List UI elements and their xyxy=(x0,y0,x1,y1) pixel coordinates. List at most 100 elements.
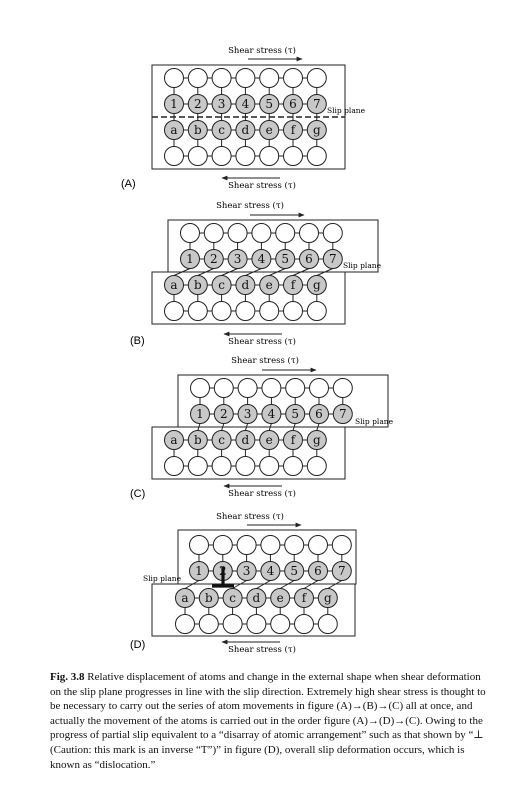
atom-label: 3 xyxy=(234,252,242,266)
open-atom xyxy=(198,614,219,634)
numbered-atom xyxy=(190,404,210,424)
figure-number: Fig. 3.8 xyxy=(50,671,85,683)
open-atom xyxy=(235,456,256,476)
panel-c-lower-block xyxy=(151,426,346,480)
atom-label: b xyxy=(194,123,202,137)
atom-label: b xyxy=(205,591,213,605)
lettered-atom xyxy=(306,120,327,140)
atom-label: 2 xyxy=(194,97,202,111)
lattice-bond xyxy=(197,268,215,276)
atom-label: 1 xyxy=(195,564,203,578)
atom-label: g xyxy=(324,591,332,605)
open-atom xyxy=(259,456,280,476)
open-atom xyxy=(227,223,248,243)
atom-label: a xyxy=(170,123,177,137)
numbered-atom xyxy=(164,94,184,114)
numbered-atom xyxy=(213,404,234,424)
lettered-atom xyxy=(235,430,256,450)
lattice-bond xyxy=(245,268,262,276)
open-atom xyxy=(283,456,303,476)
atom-label: 3 xyxy=(243,564,251,578)
atom-label: 4 xyxy=(242,97,250,111)
panel-a-slip-plane-label: Slip plane xyxy=(327,106,366,115)
lettered-atom xyxy=(175,588,195,608)
atom-label: d xyxy=(242,123,250,137)
lattice-bond xyxy=(173,268,191,276)
numbered-atom xyxy=(187,94,208,114)
open-atom xyxy=(235,146,256,166)
panel-c-shear-top: Shear stress (τ) xyxy=(231,355,299,366)
atom-label: b xyxy=(194,433,202,447)
numbered-atom xyxy=(306,94,327,114)
numbered-atom xyxy=(322,249,343,269)
open-atom xyxy=(285,378,306,398)
panel-d-lower-block xyxy=(151,583,356,637)
open-atom xyxy=(322,223,343,243)
lattice-bond xyxy=(268,423,272,431)
atom-label: g xyxy=(313,123,321,137)
atom-label: c xyxy=(218,123,225,137)
atom-label: 7 xyxy=(329,252,337,266)
atom-label: e xyxy=(266,278,273,292)
lattice-bond xyxy=(292,268,310,276)
open-atom xyxy=(164,146,184,166)
open-atom xyxy=(251,223,272,243)
open-atom xyxy=(189,535,209,555)
lattice-bond xyxy=(221,423,225,431)
atom-label: f xyxy=(291,123,297,137)
lettered-atom xyxy=(246,588,267,608)
numbered-atom xyxy=(189,561,209,581)
open-atom xyxy=(283,146,303,166)
atom-label: 5 xyxy=(281,252,289,266)
atom-label: c xyxy=(218,278,225,292)
numbered-atom xyxy=(285,404,306,424)
atom-label: 3 xyxy=(244,407,252,421)
atom-label: 7 xyxy=(338,564,346,578)
open-atom xyxy=(275,223,296,243)
atom-label: 4 xyxy=(267,564,275,578)
open-atom xyxy=(187,146,208,166)
open-atom xyxy=(306,68,327,88)
atom-label: b xyxy=(194,278,202,292)
panel-b-shear-bottom: Shear stress (τ) xyxy=(228,336,296,347)
open-atom xyxy=(211,301,232,321)
atom-label: 2 xyxy=(210,252,218,266)
numbered-atom xyxy=(299,249,319,269)
atom-label: 5 xyxy=(265,97,273,111)
open-atom xyxy=(246,614,267,634)
lattice-bond xyxy=(327,580,343,589)
open-atom xyxy=(283,301,303,321)
lettered-atom xyxy=(198,588,219,608)
numbered-atom xyxy=(260,561,281,581)
atom-label: f xyxy=(302,591,308,605)
open-atom xyxy=(309,378,329,398)
panel-b-shear-top: Shear stress (τ) xyxy=(216,200,284,211)
panel-b-label: (B) xyxy=(130,335,145,347)
numbered-atom xyxy=(211,94,232,114)
atom-label: d xyxy=(253,591,261,605)
lattice-bond xyxy=(303,580,319,589)
atom-label: a xyxy=(181,591,188,605)
atom-label: f xyxy=(291,433,297,447)
open-atom xyxy=(306,146,327,166)
atom-label: c xyxy=(229,591,236,605)
atom-label: d xyxy=(242,278,250,292)
lettered-atom xyxy=(259,430,280,450)
numbered-atom xyxy=(251,249,272,269)
numbered-atom xyxy=(283,94,303,114)
atom-label: 6 xyxy=(305,252,313,266)
open-atom xyxy=(259,68,280,88)
atom-label: 3 xyxy=(218,97,226,111)
atom-label: c xyxy=(218,433,225,447)
open-atom xyxy=(211,68,232,88)
open-atom xyxy=(180,223,200,243)
open-atom xyxy=(164,301,184,321)
lettered-atom xyxy=(222,588,243,608)
lettered-atom xyxy=(211,275,232,295)
open-atom xyxy=(235,68,256,88)
panel-d-shear-bottom: Shear stress (τ) xyxy=(228,644,296,655)
